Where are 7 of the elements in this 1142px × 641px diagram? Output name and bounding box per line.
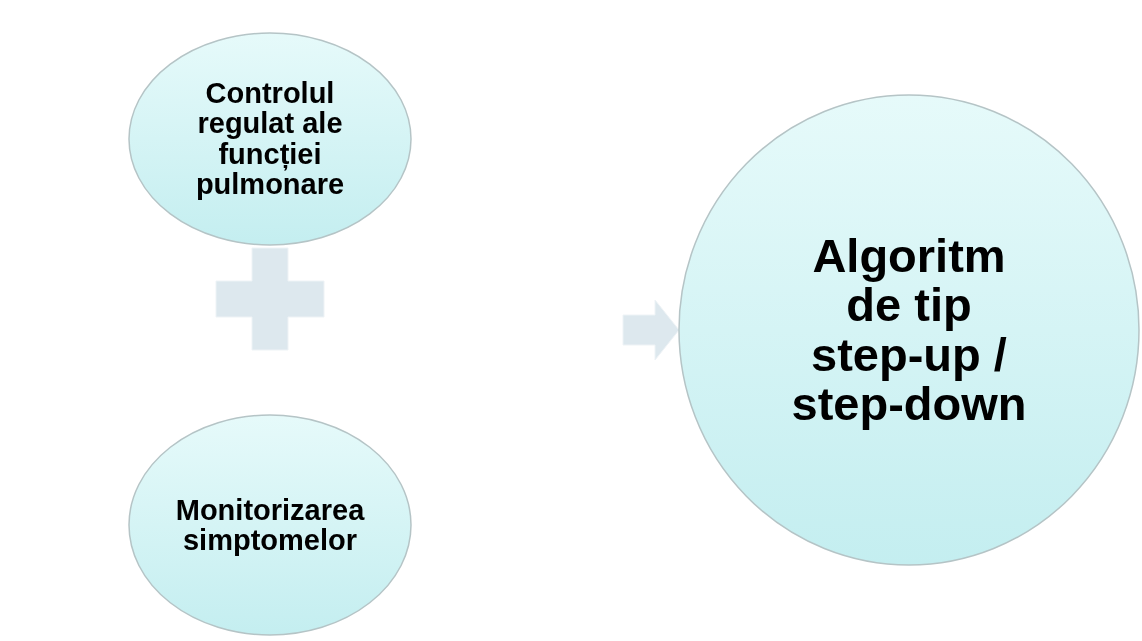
node-label: Controlul regulat ale funcției pulmonare: [194, 78, 346, 200]
ellipse-node: [128, 32, 412, 246]
block-arrow: [622, 299, 680, 361]
node-label: Monitorizarea simptomelor: [174, 494, 366, 556]
ellipse-node: [128, 414, 412, 636]
node-label: Algoritm de tip step-up / step-down: [790, 231, 1028, 429]
circle-node: [678, 94, 1140, 566]
